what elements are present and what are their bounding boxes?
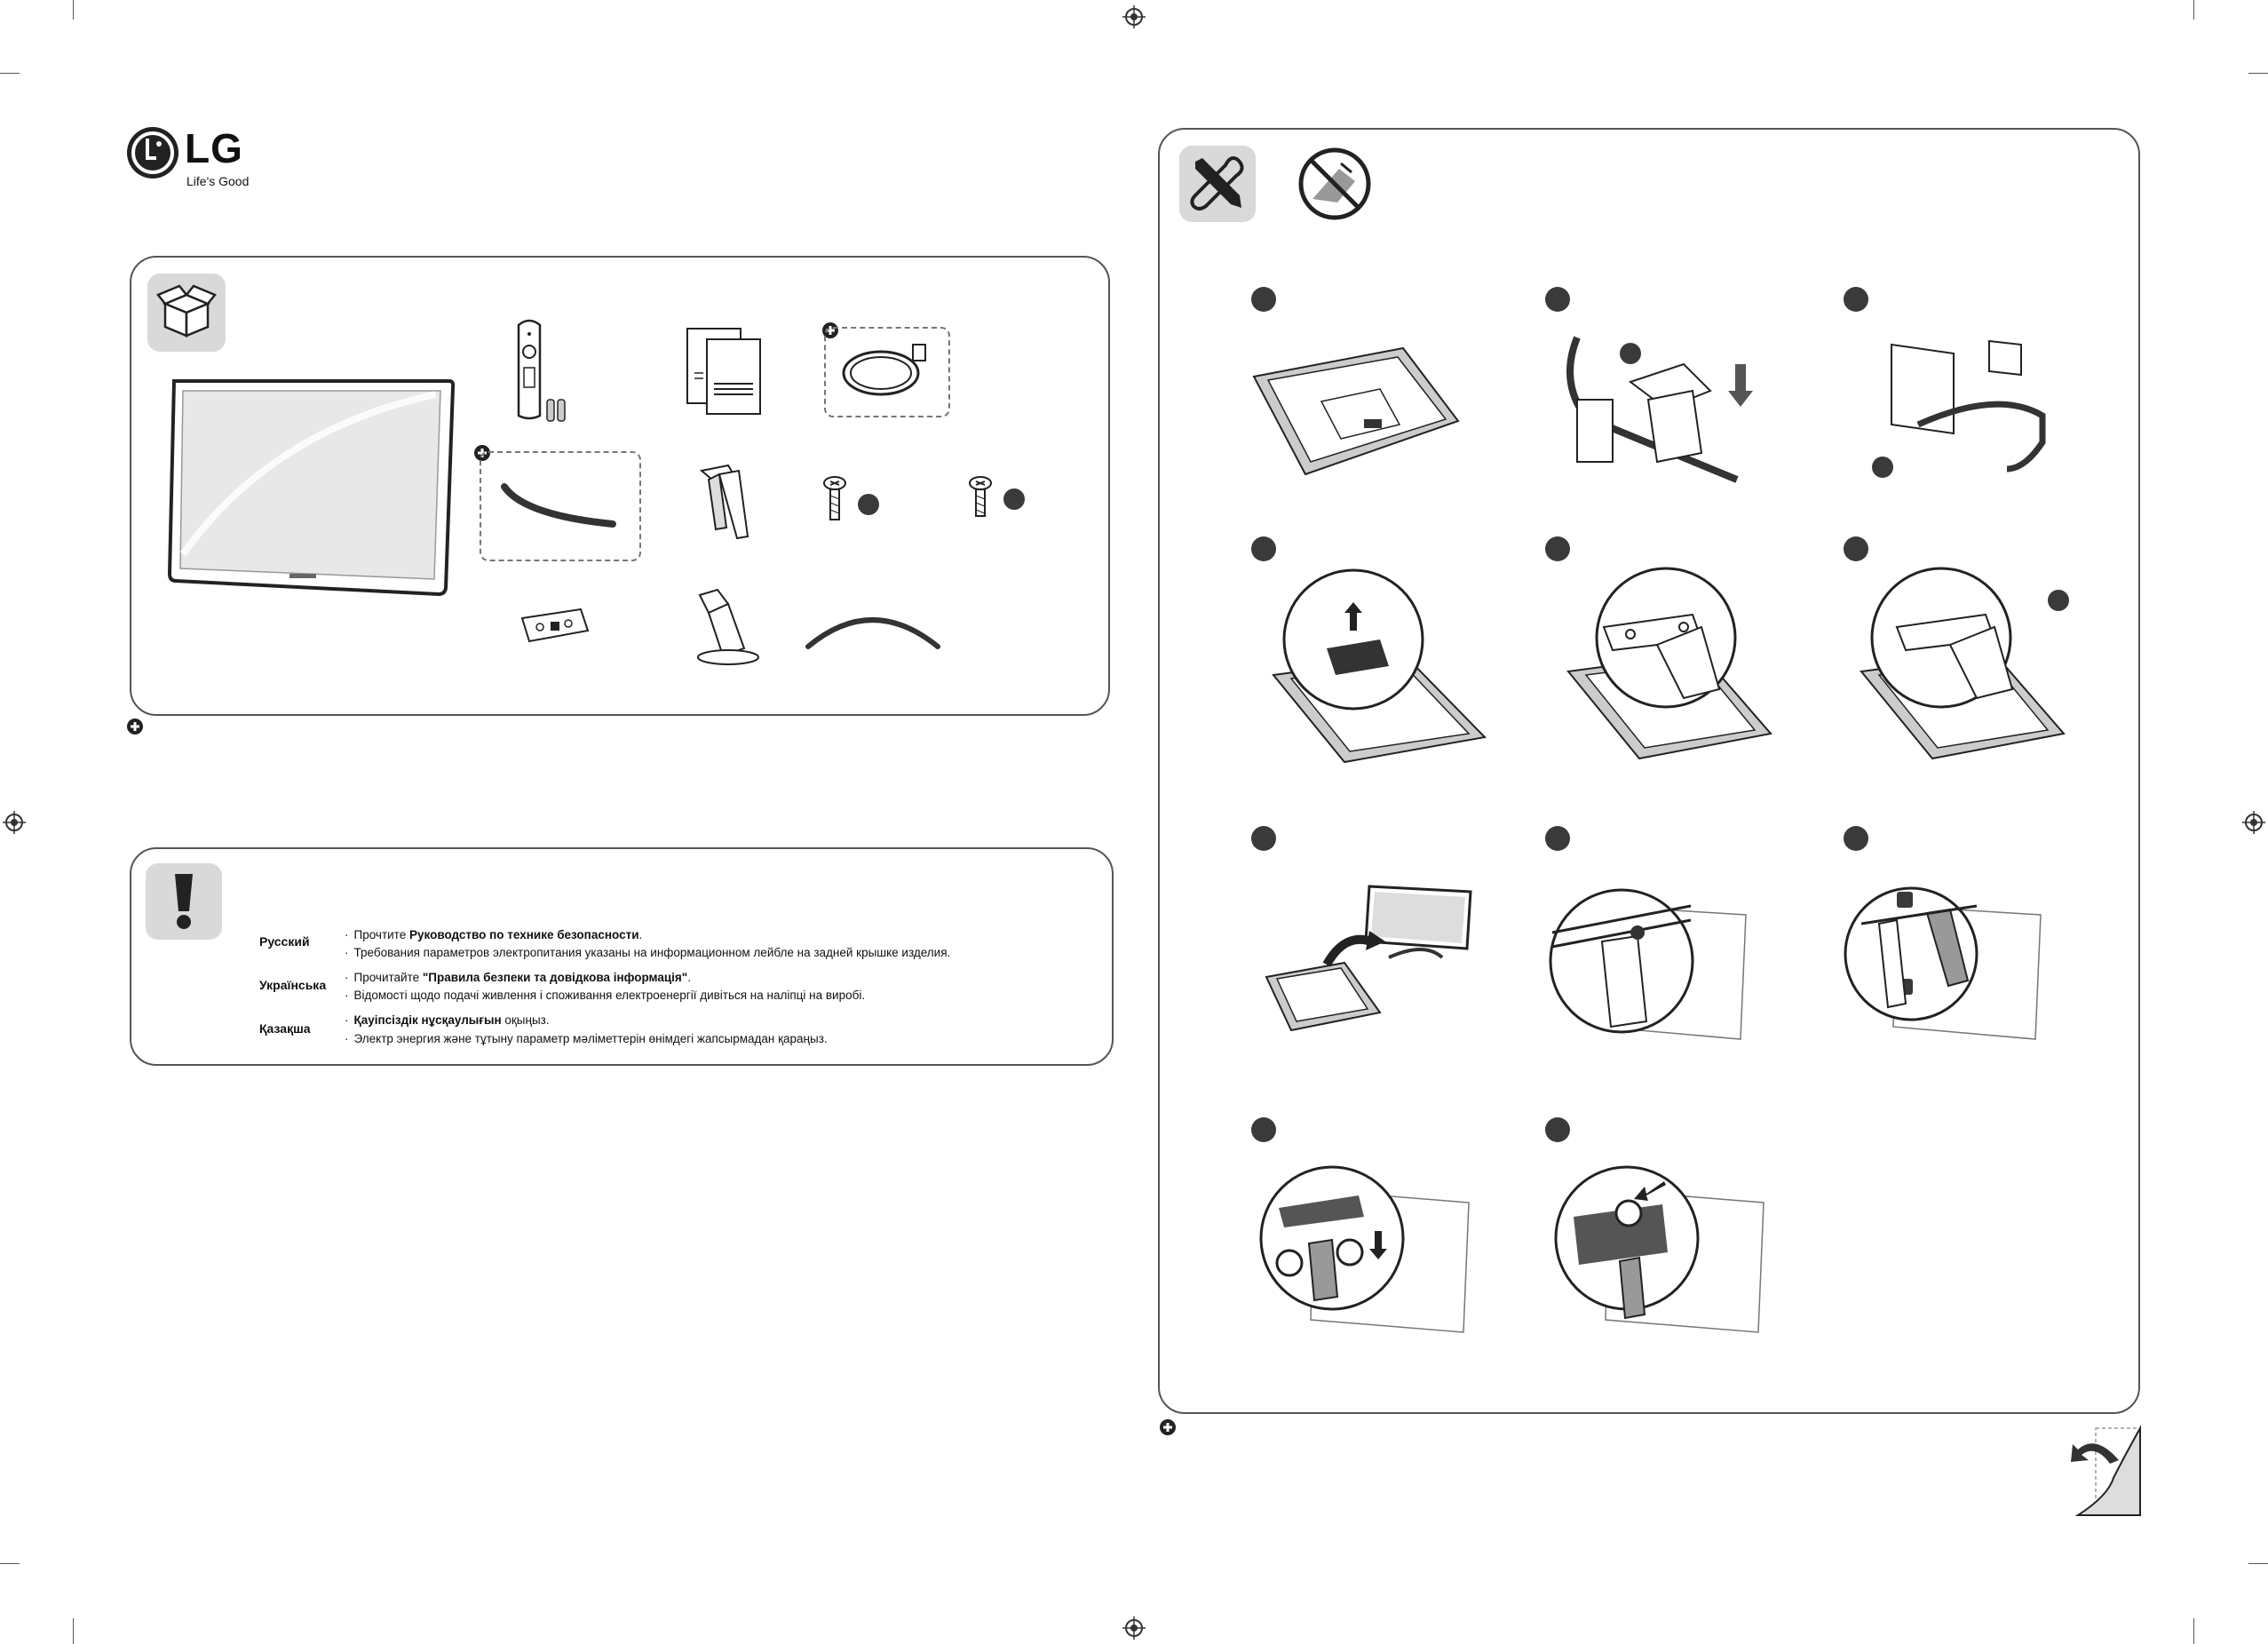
step-9-illustration (1844, 886, 2042, 1040)
warning-icon-tile (146, 863, 222, 940)
step-1-illustration (1252, 346, 1460, 476)
safety-line-kk-1: ·Қауіпсіздік нұсқаулығын оқыңыз. (345, 1013, 550, 1027)
step-number-badge (1251, 1117, 1276, 1142)
step-number-badge (1251, 826, 1276, 851)
stand-body-icon (697, 588, 759, 665)
step-4-illustration (1272, 568, 1487, 764)
remote-control-icon (517, 319, 566, 422)
stand-base-arc-icon (805, 617, 940, 649)
lg-logo-face-icon (127, 127, 178, 179)
tv-illustration (167, 379, 456, 597)
registration-mark-top (1122, 5, 1146, 28)
plus-circle-icon (1160, 1419, 1176, 1435)
step-number-badge (1251, 287, 1276, 312)
lg-logo: LG Life's Good (126, 124, 268, 195)
lg-logo-text: LG (185, 125, 243, 171)
cable-holder-icon (501, 483, 616, 528)
language-name-ru: Русский (259, 934, 310, 949)
cable-holder-box (480, 451, 641, 561)
step-number-badge (1844, 826, 1868, 851)
step-11-illustration (1554, 1165, 1764, 1333)
stand-neck-icon (699, 464, 749, 540)
step-8-illustration (1549, 888, 1747, 1040)
power-cord-box (824, 327, 950, 417)
tools-icon-tile (1179, 146, 1256, 222)
step-number-badge (1251, 536, 1276, 561)
safety-line-uk-1: ·Прочитайте "Правила безпеки та довідков… (345, 971, 691, 984)
step-number-badge (1545, 536, 1570, 561)
step-number-badge (1545, 1117, 1570, 1142)
safety-line-ru-1: ·Прочтите Руководство по технике безопас… (345, 928, 643, 941)
registration-mark-right (2242, 811, 2265, 834)
lg-tagline: Life's Good (186, 174, 250, 188)
manuals-icon (686, 328, 761, 415)
screw-icon (823, 476, 879, 520)
power-cord-icon (842, 344, 926, 396)
step-6-illustration (1860, 567, 2069, 760)
step-3-illustration (1872, 339, 2046, 478)
tools-icon (1190, 156, 1244, 210)
stand-bracket-icon (520, 608, 590, 643)
page-turn-icon (2071, 1425, 2141, 1516)
step-number-badge (1844, 536, 1868, 561)
step-5-illustration (1566, 567, 1772, 760)
safety-line-ru-2: ·Требования параметров электропитания ук… (345, 946, 951, 959)
step-2-illustration (1566, 336, 1753, 483)
safety-line-kk-2: ·Электр энергия және тұтыну параметр мәл… (345, 1032, 828, 1045)
registration-mark-left (3, 811, 26, 834)
step-10-illustration (1259, 1165, 1470, 1333)
step-number-badge (1545, 826, 1570, 851)
step-7-illustration (1265, 885, 1472, 1032)
step-number-badge (1844, 287, 1868, 312)
no-liquid-icon (1298, 147, 1371, 220)
safety-panel (130, 847, 1114, 1066)
language-name-uk: Українська (259, 978, 327, 992)
step-number-badge (1545, 287, 1570, 312)
box-icon-tile (147, 274, 226, 352)
registration-mark-bottom (1122, 1616, 1146, 1640)
exclamation-icon (175, 874, 193, 929)
screw-icon (969, 476, 1025, 517)
plus-circle-icon (127, 719, 143, 735)
safety-line-uk-2: ·Відомості щодо подачі живлення і спожив… (345, 989, 866, 1002)
language-name-kk: Қазақша (259, 1021, 311, 1036)
box-icon (155, 284, 218, 338)
